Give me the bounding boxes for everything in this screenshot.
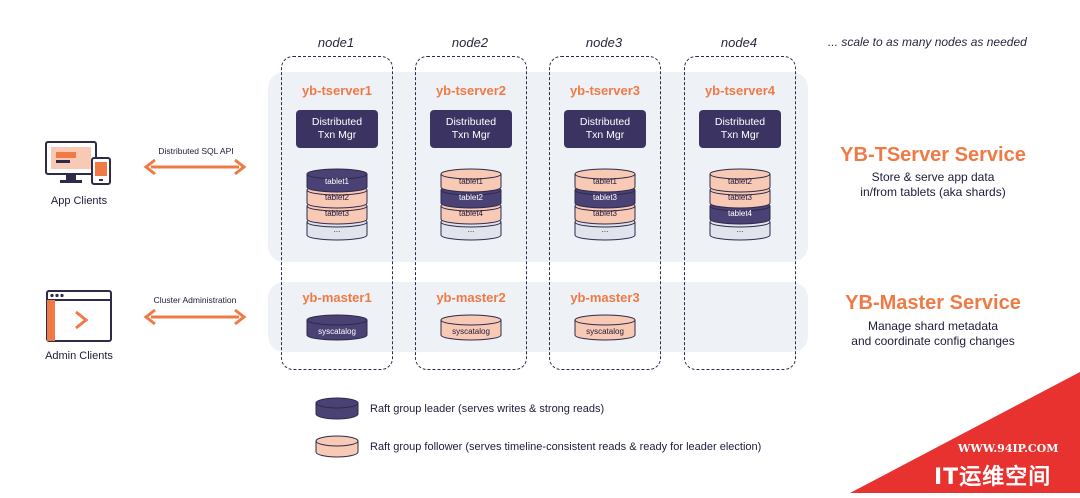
double-arrow-icon	[143, 158, 247, 176]
syscatalog-label: syscatalog	[586, 327, 624, 336]
txn-manager-line1: Distributed	[579, 116, 631, 128]
node-label: node2	[451, 35, 489, 50]
syscatalog: syscatalog	[306, 314, 368, 347]
tablet-label: tablet1	[458, 177, 484, 186]
app-clients-arrow-label: Distributed SQL API	[158, 146, 234, 156]
master-service-desc-2: and coordinate config changes	[851, 334, 1015, 348]
master-service-title: YB-Master Service	[845, 292, 1021, 314]
syscatalog: syscatalog	[440, 314, 502, 347]
legend-follower-swatch	[314, 435, 360, 459]
txn-manager-line2: Txn Mgr	[451, 129, 491, 141]
watermark-triangle	[850, 372, 1080, 493]
txn-manager-line1: Distributed	[714, 116, 766, 128]
admin-clients-arrow-label: Cluster Administration	[153, 295, 237, 305]
tablet-layer: tablet2	[709, 168, 771, 199]
watermark-url: WWW.94IP.COM	[958, 442, 1059, 455]
syscatalog-label: syscatalog	[452, 327, 490, 336]
tserver-name: yb-tserver2	[435, 83, 507, 98]
scale-note: ... scale to as many nodes as needed	[828, 35, 1027, 49]
tablet-label: tablet2	[324, 193, 350, 202]
tablet-more-label: ...	[601, 225, 609, 234]
tserver-service-desc-1: Store & serve app data	[871, 170, 995, 184]
txn-manager-line1: Distributed	[445, 116, 497, 128]
tablet-label: tablet2	[727, 177, 753, 186]
tablet-label: tablet2	[458, 193, 484, 202]
tablet-label: tablet4	[727, 209, 753, 218]
tablet-label: tablet1	[592, 177, 618, 186]
node-column	[549, 56, 661, 370]
node-label: node3	[585, 35, 623, 50]
node-column	[684, 56, 796, 370]
tablet-layer: tablet1	[440, 168, 502, 199]
tablet-layer: tablet1	[306, 168, 368, 199]
node-column	[281, 56, 393, 370]
tablet-shape	[574, 168, 636, 193]
tablet-label: tablet3	[592, 193, 618, 202]
syscatalog: syscatalog	[574, 314, 636, 347]
tablet-layer: tablet1	[574, 168, 636, 199]
desktop-and-tablet-icon	[44, 140, 114, 188]
txn-manager-line2: Txn Mgr	[720, 129, 760, 141]
txn-manager-line1: Distributed	[311, 116, 363, 128]
syscatalog-shape	[440, 314, 502, 341]
syscatalog-shape	[574, 314, 636, 341]
legend-leader-swatch	[314, 397, 360, 421]
txn-manager-line2: Txn Mgr	[585, 129, 625, 141]
master-name: yb-master3	[570, 290, 640, 305]
tablet-shape	[709, 168, 771, 193]
admin-clients-label: Admin Clients	[45, 350, 113, 362]
legend-leader-text: Raft group leader (serves writes & stron…	[370, 403, 605, 415]
legend-follower-text: Raft group follower (serves timeline-con…	[370, 441, 762, 453]
tablet-shape	[306, 168, 368, 193]
node-column	[415, 56, 527, 370]
master-name: yb-master1	[302, 290, 372, 305]
tablet-label: tablet3	[727, 193, 753, 202]
tserver-service-desc-2: in/from tablets (aka shards)	[860, 185, 1006, 199]
txn-manager-line2: Txn Mgr	[317, 129, 357, 141]
tserver-name: yb-tserver3	[569, 83, 641, 98]
node-label: node4	[720, 35, 758, 50]
tablet-more-label: ...	[333, 225, 341, 234]
tablet-label: tablet3	[592, 209, 618, 218]
tablet-label: tablet1	[324, 177, 350, 186]
app-clients-label: App Clients	[50, 195, 108, 207]
tablet-shape	[440, 168, 502, 193]
syscatalog-shape	[306, 314, 368, 341]
tablet-label: tablet4	[458, 209, 484, 218]
master-service-desc-1: Manage shard metadata	[867, 319, 999, 333]
node-label: node1	[317, 35, 355, 50]
syscatalog-label: syscatalog	[318, 327, 356, 336]
tablet-label: tablet3	[324, 209, 350, 218]
master-name: yb-master2	[436, 290, 506, 305]
tablet-more-label: ...	[467, 225, 475, 234]
watermark-brand: IT运维空间	[934, 465, 1052, 490]
tserver-name: yb-tserver1	[301, 83, 373, 98]
terminal-window-icon	[46, 290, 112, 342]
tserver-name: yb-tserver4	[704, 83, 776, 98]
double-arrow-icon	[143, 308, 247, 326]
tablet-more-label: ...	[736, 225, 744, 234]
tserver-service-title: YB-TServer Service	[840, 144, 1026, 166]
